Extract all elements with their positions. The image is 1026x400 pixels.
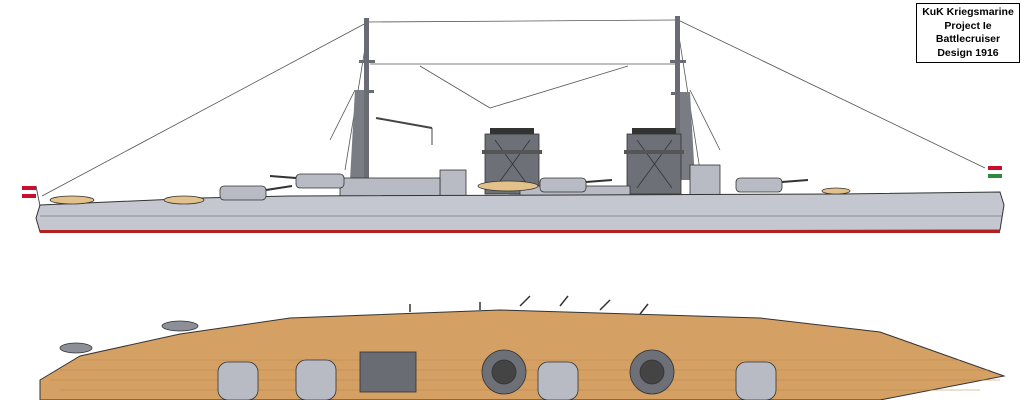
- boats-plan: [59, 320, 417, 393]
- plan-view: [39, 295, 1006, 400]
- aft-funnel: [624, 128, 684, 195]
- title-line-project: Project Ie: [944, 19, 992, 32]
- boats-profile: [49, 180, 851, 205]
- main-turrets-profile: [219, 173, 809, 201]
- main-mast: [670, 16, 695, 180]
- rigging: [41, 19, 986, 197]
- profile-view: [22, 16, 1005, 233]
- title-line-navy: KuK Kriegsmarine: [922, 6, 1014, 18]
- title-line-type: Battlecruiser: [935, 33, 1001, 45]
- title-line-design: Design 1916: [937, 46, 999, 59]
- funnels-plan: [481, 349, 675, 395]
- austria-hungary-jack-icon: [988, 166, 1002, 178]
- secondary-guns-plan: [409, 295, 649, 315]
- main-turrets-plan: [217, 359, 777, 400]
- fore-mast: [350, 18, 433, 180]
- title-block: KuK Kriegsmarine Project Ie Battlecruise…: [916, 3, 1020, 63]
- austria-hungary-ensign-icon: [22, 185, 41, 207]
